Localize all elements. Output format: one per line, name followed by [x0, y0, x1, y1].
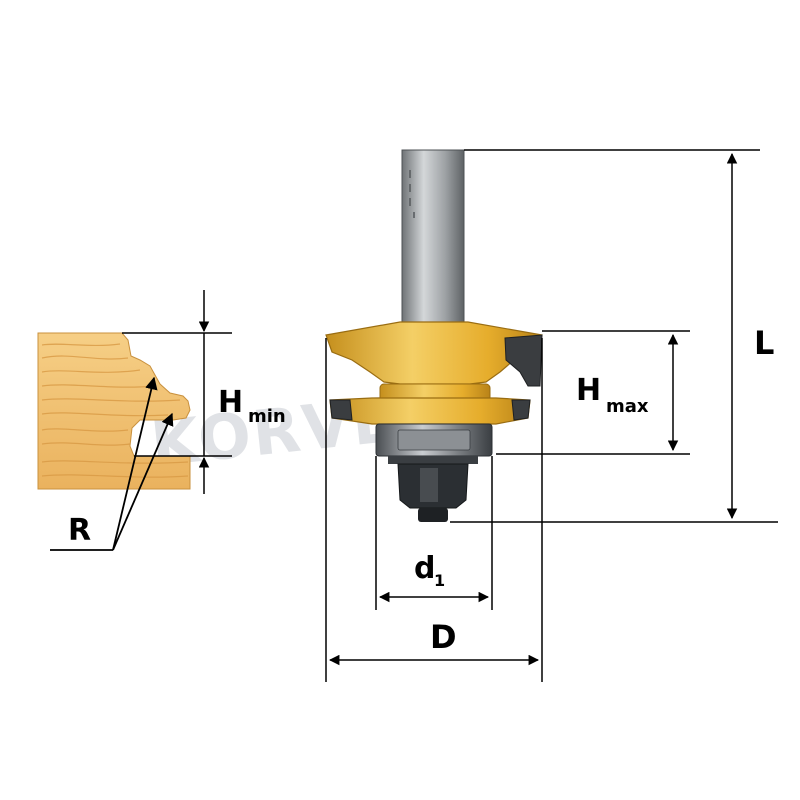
- d1-dimension: [375, 456, 493, 610]
- l-dimension: [450, 149, 778, 523]
- upper-cutter: [325, 321, 543, 385]
- l-label: L: [754, 324, 774, 362]
- lower-carbide-tip-right: [511, 399, 531, 421]
- hmin-dimension: [122, 290, 232, 494]
- d-label: D: [430, 618, 457, 656]
- upper-carbide-tip: [504, 334, 543, 387]
- wood-profile: [37, 332, 191, 490]
- hmax-label-h: H: [576, 373, 601, 408]
- shank-engraving: [409, 170, 415, 218]
- lower-carbide-tip: [329, 399, 353, 421]
- nut-highlight: [420, 468, 438, 502]
- lower-cutter: [329, 397, 531, 425]
- bearing-inner-ring: [397, 429, 471, 451]
- hmax-label-sub: max: [606, 396, 649, 417]
- washer: [388, 456, 478, 464]
- d1-label-d: d: [414, 551, 435, 586]
- screw-tip: [418, 508, 448, 522]
- d1-label-sub: 1: [434, 571, 445, 590]
- router-bit: [325, 149, 543, 522]
- hmin-label-h: H: [218, 385, 243, 420]
- hmax-dimension: [496, 330, 690, 455]
- r-label: R: [68, 513, 91, 548]
- hmin-label-sub: min: [248, 406, 286, 427]
- d-dimension: [325, 338, 543, 682]
- shank: [401, 149, 465, 331]
- wood-grain: [41, 343, 189, 478]
- r-leader-lines: [50, 376, 174, 551]
